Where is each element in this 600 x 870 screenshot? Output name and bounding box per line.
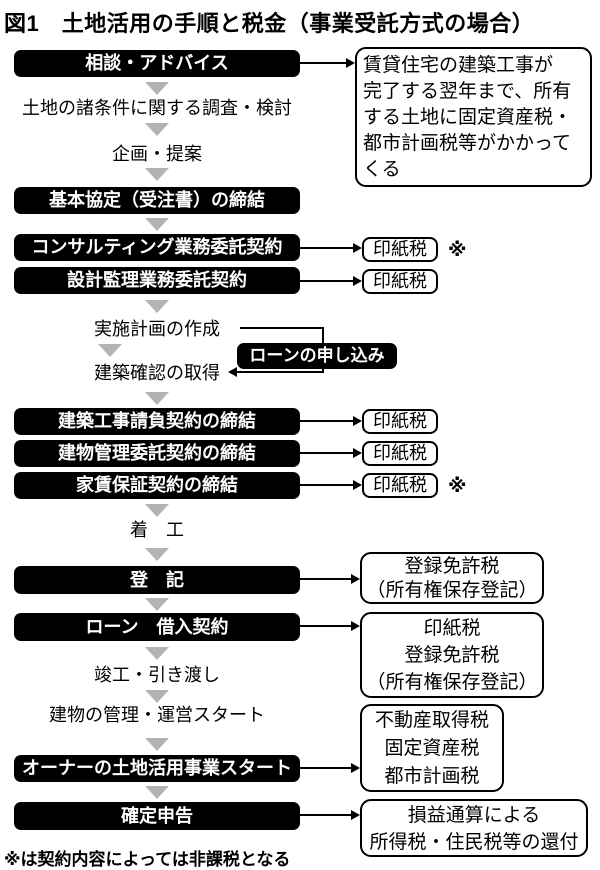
down-arrow-icon bbox=[145, 738, 169, 751]
down-arrow-icon bbox=[145, 168, 169, 181]
tax-stamp-3: 印紙税 bbox=[362, 409, 438, 434]
connector-line bbox=[300, 452, 353, 454]
step-consulting-contract: コンサルティング業務委託契約 bbox=[14, 234, 300, 261]
down-arrow-icon bbox=[145, 300, 169, 313]
right-arrowhead-icon bbox=[351, 621, 360, 631]
step-loan-application: ローンの申し込み bbox=[237, 343, 397, 369]
right-arrowhead-icon bbox=[353, 480, 362, 490]
step-construction-start: 着 工 bbox=[130, 520, 184, 540]
connector-line bbox=[300, 62, 346, 64]
step-basic-agreement: 基本協定（受注書）の締結 bbox=[14, 187, 300, 214]
step-registration: 登 記 bbox=[14, 566, 300, 594]
step-completion-handover: 竣工・引き渡し bbox=[94, 665, 220, 685]
step-mgmt-operation-start: 建物の管理・運営スタート bbox=[49, 705, 265, 725]
tax-stamp-2: 印紙税 bbox=[362, 269, 438, 294]
right-arrowhead-icon bbox=[353, 276, 362, 286]
connector-line bbox=[300, 247, 353, 249]
step-loan-contract: ローン 借入契約 bbox=[14, 613, 300, 641]
tax-registration-license: 登録免許税 （所有権保存登記） bbox=[360, 552, 544, 604]
connector-line bbox=[300, 625, 351, 627]
connector-line bbox=[300, 814, 351, 816]
right-arrowhead-icon bbox=[346, 58, 355, 68]
step-construction-contract: 建築工事請負契約の締結 bbox=[14, 408, 300, 435]
step-building-permit: 建築確認の取得 bbox=[94, 363, 220, 383]
footnote: ※は契約内容によっては非課税となる bbox=[4, 850, 291, 869]
down-arrow-icon bbox=[145, 548, 169, 561]
connector-line bbox=[300, 484, 353, 486]
right-arrowhead-icon bbox=[353, 416, 362, 426]
down-arrow-icon bbox=[145, 392, 169, 405]
asterisk-mark: ※ bbox=[448, 476, 467, 497]
step-planning: 企画・提案 bbox=[112, 144, 202, 164]
right-arrowhead-icon bbox=[353, 243, 362, 253]
down-arrow-icon bbox=[145, 647, 169, 660]
right-arrowhead-icon bbox=[351, 763, 360, 773]
tax-stamp-1: 印紙税 bbox=[362, 237, 438, 262]
figure-title: 図1 土地活用の手順と税金（事業受託方式の場合） bbox=[4, 11, 535, 36]
down-arrow-icon bbox=[145, 504, 169, 517]
step-owner-business-start: オーナーの土地活用事業スタート bbox=[14, 755, 300, 782]
down-arrow-icon bbox=[145, 786, 169, 799]
down-arrow-icon bbox=[145, 598, 169, 611]
step-design-supervision: 設計監理業務委託契約 bbox=[14, 267, 300, 294]
right-arrowhead-icon bbox=[351, 810, 360, 820]
down-arrow-icon bbox=[145, 690, 169, 703]
tax-stamp-4: 印紙税 bbox=[362, 441, 438, 466]
step-consult-advice: 相談・アドバイス bbox=[14, 50, 300, 77]
tax-refund: 損益通算による 所得税・住民税等の還付 bbox=[360, 799, 588, 857]
tax-note-fixed-asset: 賃貸住宅の建築工事が 完了する翌年まで、所有 する土地に固定資産税・ 都市計画税… bbox=[355, 47, 592, 187]
down-arrow-icon bbox=[145, 218, 169, 231]
down-arrow-icon bbox=[98, 344, 122, 357]
step-tax-return: 確定申告 bbox=[14, 802, 300, 830]
right-arrowhead-icon bbox=[353, 448, 362, 458]
tax-loan-contract: 印紙税 登録免許税 （所有権保存登記） bbox=[360, 612, 544, 698]
connector-line bbox=[300, 420, 353, 422]
step-site-survey: 土地の諸条件に関する調査・検討 bbox=[22, 98, 292, 118]
step-building-mgmt: 建物管理委託契約の締結 bbox=[14, 440, 300, 467]
step-implementation-plan: 実施計画の作成 bbox=[94, 319, 220, 339]
asterisk-mark: ※ bbox=[448, 240, 467, 261]
right-arrowhead-icon bbox=[351, 574, 360, 584]
tax-acquisition: 不動産取得税 固定資産税 都市計画税 bbox=[360, 704, 504, 792]
tax-stamp-5: 印紙税 bbox=[362, 473, 438, 498]
connector-line bbox=[300, 767, 351, 769]
connector-line bbox=[300, 280, 353, 282]
connector-line bbox=[300, 578, 351, 580]
loan-loop-line-bottom bbox=[237, 371, 324, 373]
step-rent-guarantee: 家賃保証契約の締結 bbox=[14, 472, 300, 499]
down-arrow-icon bbox=[145, 82, 169, 95]
left-arrowhead-icon bbox=[228, 367, 237, 377]
loan-loop-line-top bbox=[240, 327, 324, 329]
down-arrow-icon bbox=[145, 123, 169, 136]
